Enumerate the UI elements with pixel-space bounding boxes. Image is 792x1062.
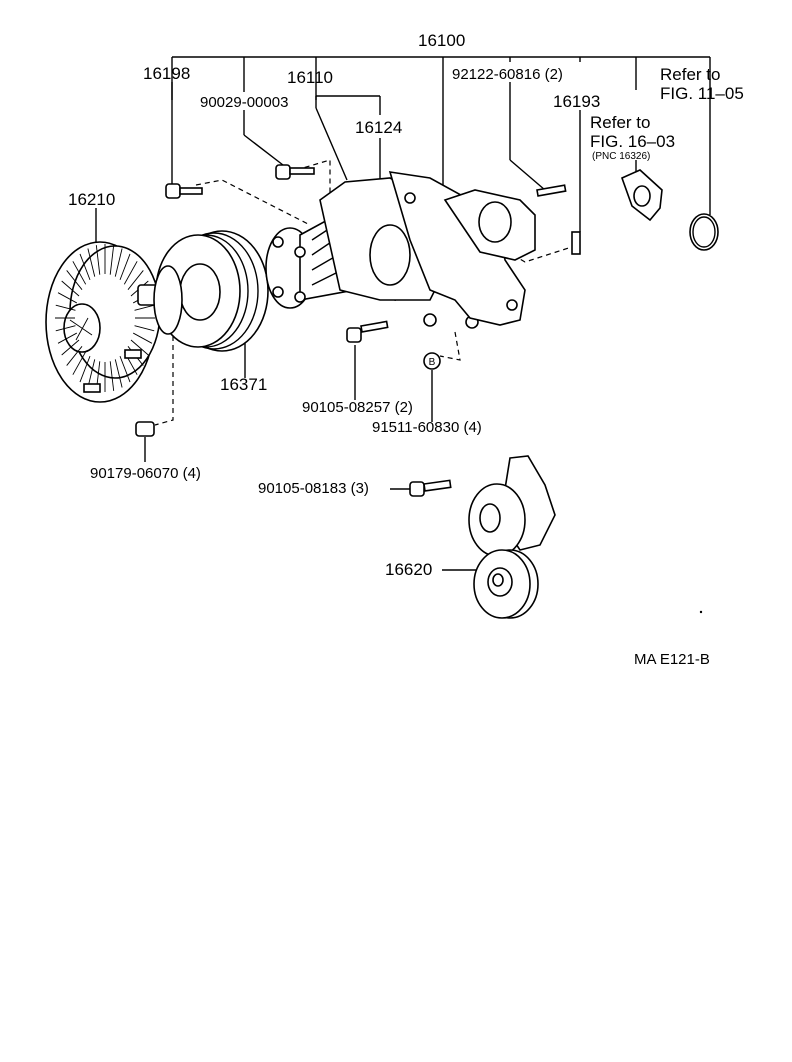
label-90105-08257: 90105-08257 (2) [302, 399, 413, 416]
label-16198: 16198 [143, 64, 190, 83]
fan-clutch-icon [45, 241, 161, 403]
fan-fin [87, 359, 96, 388]
water-pump-icon [265, 177, 479, 329]
fan-fin [79, 355, 91, 383]
fan-fin [72, 261, 87, 285]
fan-fin [114, 248, 123, 277]
label-16620: 16620 [385, 560, 432, 579]
flange-gasket-icon [620, 169, 663, 222]
fan-fin [127, 270, 144, 290]
fan-fin [109, 245, 115, 275]
label-refer-fig16-line1: Refer to [590, 113, 650, 132]
nut-icon [135, 421, 155, 437]
fan-fin [87, 248, 96, 277]
fan-fin [66, 346, 83, 366]
fan-fin [109, 361, 115, 391]
fan-fin [61, 339, 80, 356]
gasket-icon [388, 171, 536, 326]
stray-mark [699, 610, 703, 614]
reference-b-marker: B [423, 352, 441, 370]
label-91511-60830: 91511-60830 (4) [372, 419, 482, 436]
fan-fin [55, 325, 76, 332]
label-16210: 16210 [68, 190, 115, 209]
label-16124: 16124 [355, 118, 402, 137]
label-16371: 16371 [220, 375, 267, 394]
fan-fin [55, 304, 76, 311]
fan-fin [132, 332, 153, 344]
label-refer-fig11-line2: FIG. 11–05 [660, 84, 744, 103]
leader-lines [95, 82, 637, 571]
label-16110: 16110 [287, 68, 333, 87]
fan-fin [79, 253, 91, 281]
o-ring-icon [689, 213, 719, 251]
label-16193: 16193 [553, 92, 600, 111]
label-refer-fig16-pnc: (PNC 16326) [592, 151, 650, 162]
bolt-icon [165, 164, 581, 497]
svg-text:B: B [429, 357, 436, 368]
pulley-icon [153, 230, 269, 352]
fan-fin [123, 261, 138, 285]
fan-fin [57, 292, 78, 304]
fan-fin [114, 359, 123, 388]
drawing-code: MA E121-B [634, 651, 710, 668]
label-92122-60816: 92122-60816 (2) [452, 66, 563, 83]
fan-fin [134, 325, 155, 332]
label-refer-fig11-line1: Refer to [660, 65, 720, 84]
fan-fin [134, 304, 155, 311]
label-refer-fig16-line2: FIG. 16–03 [590, 132, 675, 151]
label-90029-00003: 90029-00003 [200, 94, 288, 111]
fan-fin [66, 270, 83, 290]
fan-fin [95, 245, 101, 275]
fan-fin [119, 355, 131, 383]
fan-fin [130, 339, 149, 356]
label-90179-06070: 90179-06070 (4) [90, 465, 201, 482]
fan-fin [57, 332, 78, 344]
label-90105-08183: 90105-08183 (3) [258, 480, 369, 497]
fan-fin [61, 280, 80, 297]
label-16100: 16100 [418, 31, 465, 50]
belt-tensioner-icon [468, 455, 556, 619]
assembly-bracket [171, 56, 711, 215]
fan-fin [72, 351, 87, 375]
fan-fin [119, 253, 131, 281]
